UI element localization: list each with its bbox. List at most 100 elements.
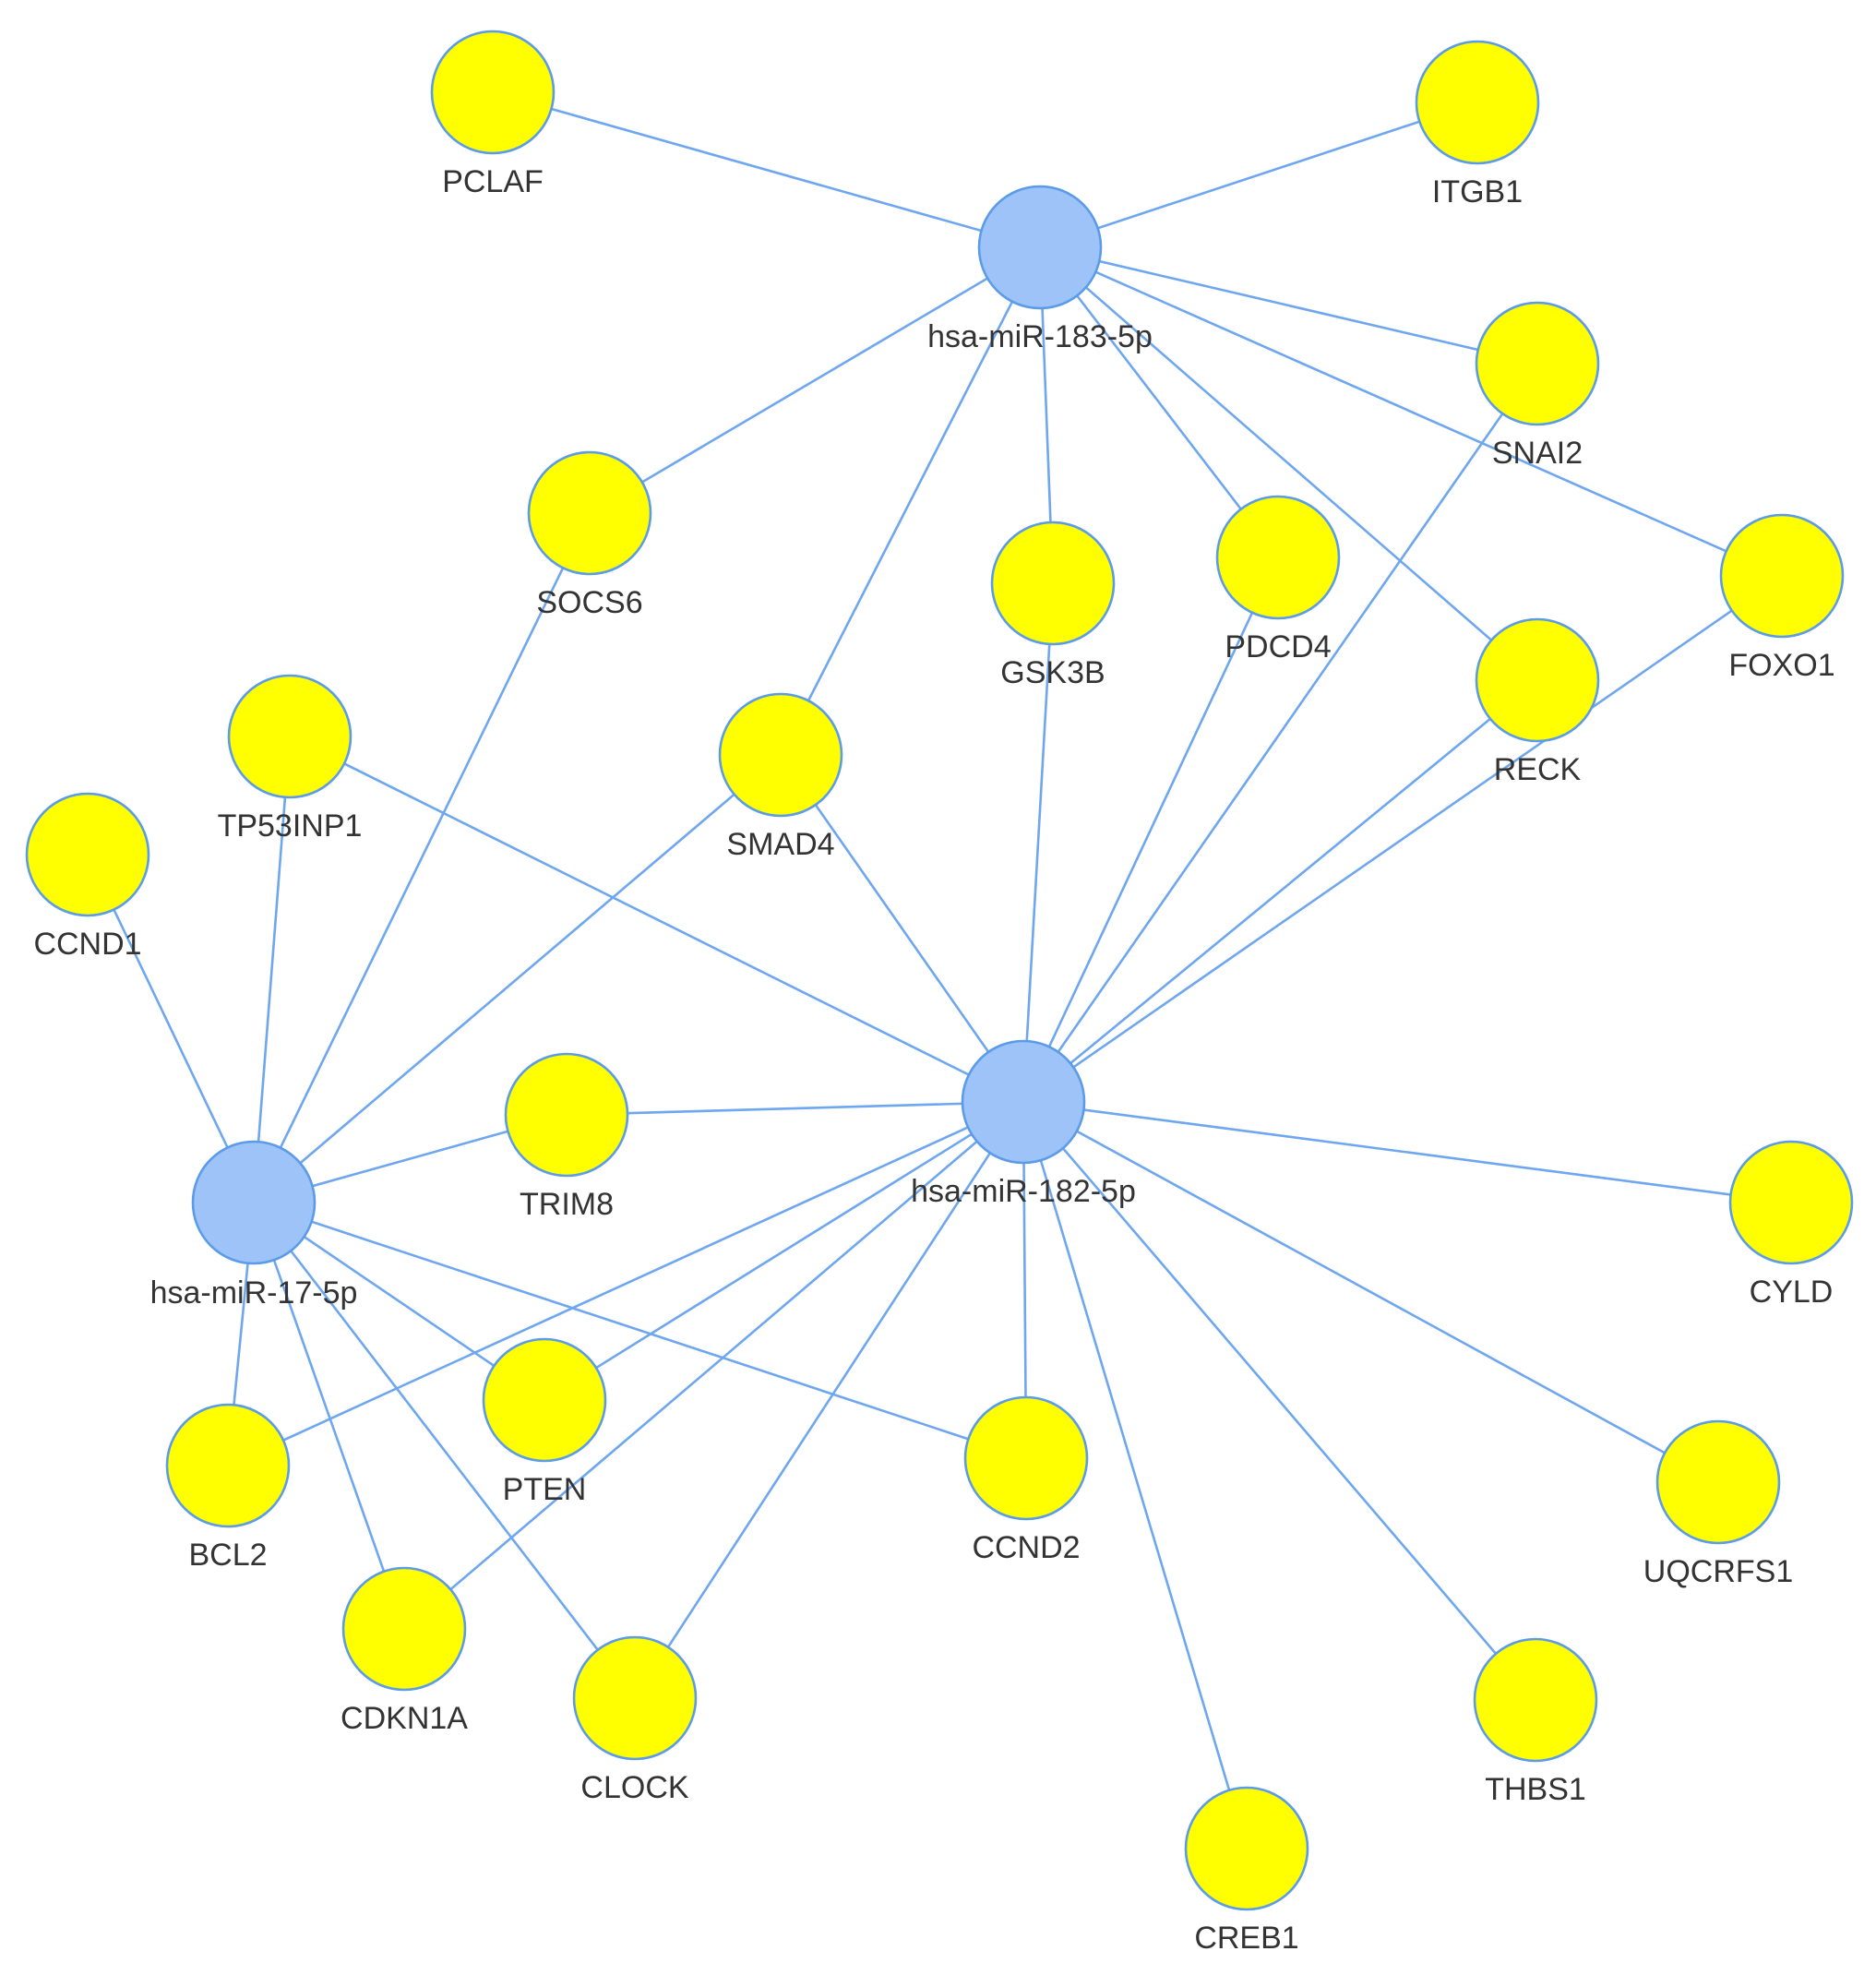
node-label-TRIM8: TRIM8	[520, 1187, 614, 1222]
node-circle-SNAI2	[1475, 301, 1600, 426]
edge-mir182-SMAD4	[779, 754, 1025, 1103]
node-label-PCLAF: PCLAF	[442, 164, 544, 199]
node-label-CLOCK: CLOCK	[580, 1770, 688, 1805]
node-label-CDKN1A: CDKN1A	[341, 1701, 468, 1736]
node-circle-TP53INP1	[227, 674, 352, 799]
node-ITGB1: ITGB1	[1415, 40, 1540, 209]
node-label-PDCD4: PDCD4	[1225, 629, 1331, 664]
node-label-TP53INP1: TP53INP1	[218, 808, 363, 844]
node-label-RECK: RECK	[1494, 752, 1582, 787]
node-label-SNAI2: SNAI2	[1492, 436, 1583, 471]
node-label-BCL2: BCL2	[188, 1538, 267, 1573]
node-circle-PDCD4	[1215, 495, 1341, 620]
node-circle-mir182	[961, 1039, 1086, 1165]
node-TP53INP1: TP53INP1	[218, 674, 363, 844]
node-label-mir183: hsa-miR-183-5p	[927, 319, 1153, 354]
edge-mir182-CREB1	[1022, 1101, 1249, 1849]
network-nodes: hsa-miR-183-5p hsa-miR-182-5p hsa-miR-17-5…	[25, 30, 1854, 1956]
node-circle-CLOCK	[572, 1635, 698, 1761]
node-circle-PTEN	[482, 1337, 607, 1463]
edge-mir183-PCLAF	[492, 90, 1041, 249]
node-CDKN1A: CDKN1A	[341, 1566, 468, 1736]
node-label-SOCS6: SOCS6	[536, 585, 642, 620]
node-circle-BCL2	[165, 1403, 291, 1528]
node-circle-SOCS6	[527, 450, 652, 576]
edge-mir182-UQCRFS1	[1022, 1100, 1719, 1484]
node-SMAD4: SMAD4	[718, 692, 843, 862]
edge-mir182-FOXO1	[1022, 574, 1783, 1104]
node-CCND1: CCND1	[25, 792, 150, 962]
node-label-mir182: hsa-miR-182-5p	[911, 1174, 1136, 1209]
edge-mir182-PTEN	[544, 1100, 1024, 1402]
edge-mir182-PDCD4	[1022, 557, 1280, 1103]
node-circle-mir17	[191, 1140, 317, 1265]
edge-mir17-CCND2	[253, 1201, 1027, 1460]
node-label-THBS1: THBS1	[1485, 1772, 1586, 1807]
node-CYLD: CYLD	[1728, 1140, 1854, 1310]
edge-mir183-ITGB1	[1039, 101, 1478, 249]
node-circle-TRIM8	[504, 1052, 629, 1178]
node-SOCS6: SOCS6	[527, 450, 652, 620]
edge-mir183-SMAD4	[779, 246, 1042, 756]
node-RECK: RECK	[1475, 617, 1600, 787]
node-mir182: hsa-miR-182-5p	[911, 1039, 1136, 1209]
node-label-mir17: hsa-miR-17-5p	[150, 1275, 358, 1311]
node-label-SMAD4: SMAD4	[726, 827, 834, 862]
edge-mir17-TP53INP1	[252, 736, 292, 1203]
node-circle-CREB1	[1184, 1786, 1309, 1911]
edge-mir17-CCND1	[86, 854, 256, 1203]
node-SNAI2: SNAI2	[1475, 301, 1600, 471]
node-label-UQCRFS1: UQCRFS1	[1643, 1554, 1793, 1589]
edge-mir183-RECK	[1039, 246, 1538, 681]
node-CLOCK: CLOCK	[572, 1635, 698, 1805]
node-circle-CCND1	[25, 792, 150, 917]
edge-mir182-CDKN1A	[403, 1101, 1024, 1630]
node-label-CCND1: CCND1	[33, 927, 141, 962]
edge-mir183-SNAI2	[1039, 245, 1538, 365]
edge-mir182-TP53INP1	[289, 735, 1024, 1104]
edge-mir182-CLOCK	[633, 1101, 1025, 1699]
node-label-CCND2: CCND2	[972, 1530, 1080, 1565]
node-label-GSK3B: GSK3B	[1000, 655, 1105, 690]
edge-mir182-RECK	[1022, 678, 1538, 1104]
edge-mir182-TRIM8	[566, 1100, 1024, 1117]
node-label-PTEN: PTEN	[503, 1472, 587, 1507]
edge-mir182-BCL2	[227, 1100, 1024, 1467]
node-circle-PCLAF	[430, 30, 556, 155]
edge-mir183-FOXO1	[1039, 245, 1783, 578]
edge-mir182-CYLD	[1022, 1100, 1792, 1204]
node-circle-FOXO1	[1719, 513, 1845, 639]
node-TRIM8: TRIM8	[504, 1052, 629, 1222]
node-circle-RECK	[1475, 617, 1600, 743]
edge-mir183-PDCD4	[1038, 246, 1280, 558]
node-circle-CDKN1A	[341, 1566, 467, 1692]
node-circle-THBS1	[1473, 1637, 1598, 1763]
node-circle-ITGB1	[1415, 40, 1540, 165]
node-circle-GSK3B	[990, 521, 1116, 646]
node-circle-CYLD	[1728, 1140, 1854, 1265]
node-label-CREB1: CREB1	[1194, 1921, 1298, 1956]
node-PDCD4: PDCD4	[1215, 495, 1341, 664]
node-GSK3B: GSK3B	[990, 521, 1116, 690]
node-UQCRFS1: UQCRFS1	[1643, 1419, 1793, 1589]
edge-mir182-GSK3B	[1022, 582, 1055, 1103]
node-label-CYLD: CYLD	[1750, 1275, 1834, 1310]
node-mir183: hsa-miR-183-5p	[927, 185, 1153, 354]
node-PCLAF: PCLAF	[430, 30, 556, 199]
node-label-ITGB1: ITGB1	[1432, 174, 1523, 209]
node-FOXO1: FOXO1	[1719, 513, 1845, 683]
node-circle-SMAD4	[718, 692, 843, 818]
edge-mir182-THBS1	[1022, 1101, 1536, 1701]
edge-mir182-SNAI2	[1022, 363, 1539, 1103]
node-CREB1: CREB1	[1184, 1786, 1309, 1956]
edge-mir17-CLOCK	[252, 1202, 637, 1699]
node-circle-mir183	[977, 185, 1103, 310]
edge-mir17-SOCS6	[252, 512, 591, 1203]
node-BCL2: BCL2	[165, 1403, 291, 1573]
node-mir17: hsa-miR-17-5p	[150, 1140, 358, 1311]
edge-mir17-SMAD4	[253, 754, 782, 1203]
node-CCND2: CCND2	[963, 1395, 1089, 1565]
node-circle-CCND2	[963, 1395, 1089, 1521]
node-label-FOXO1: FOXO1	[1728, 648, 1834, 683]
